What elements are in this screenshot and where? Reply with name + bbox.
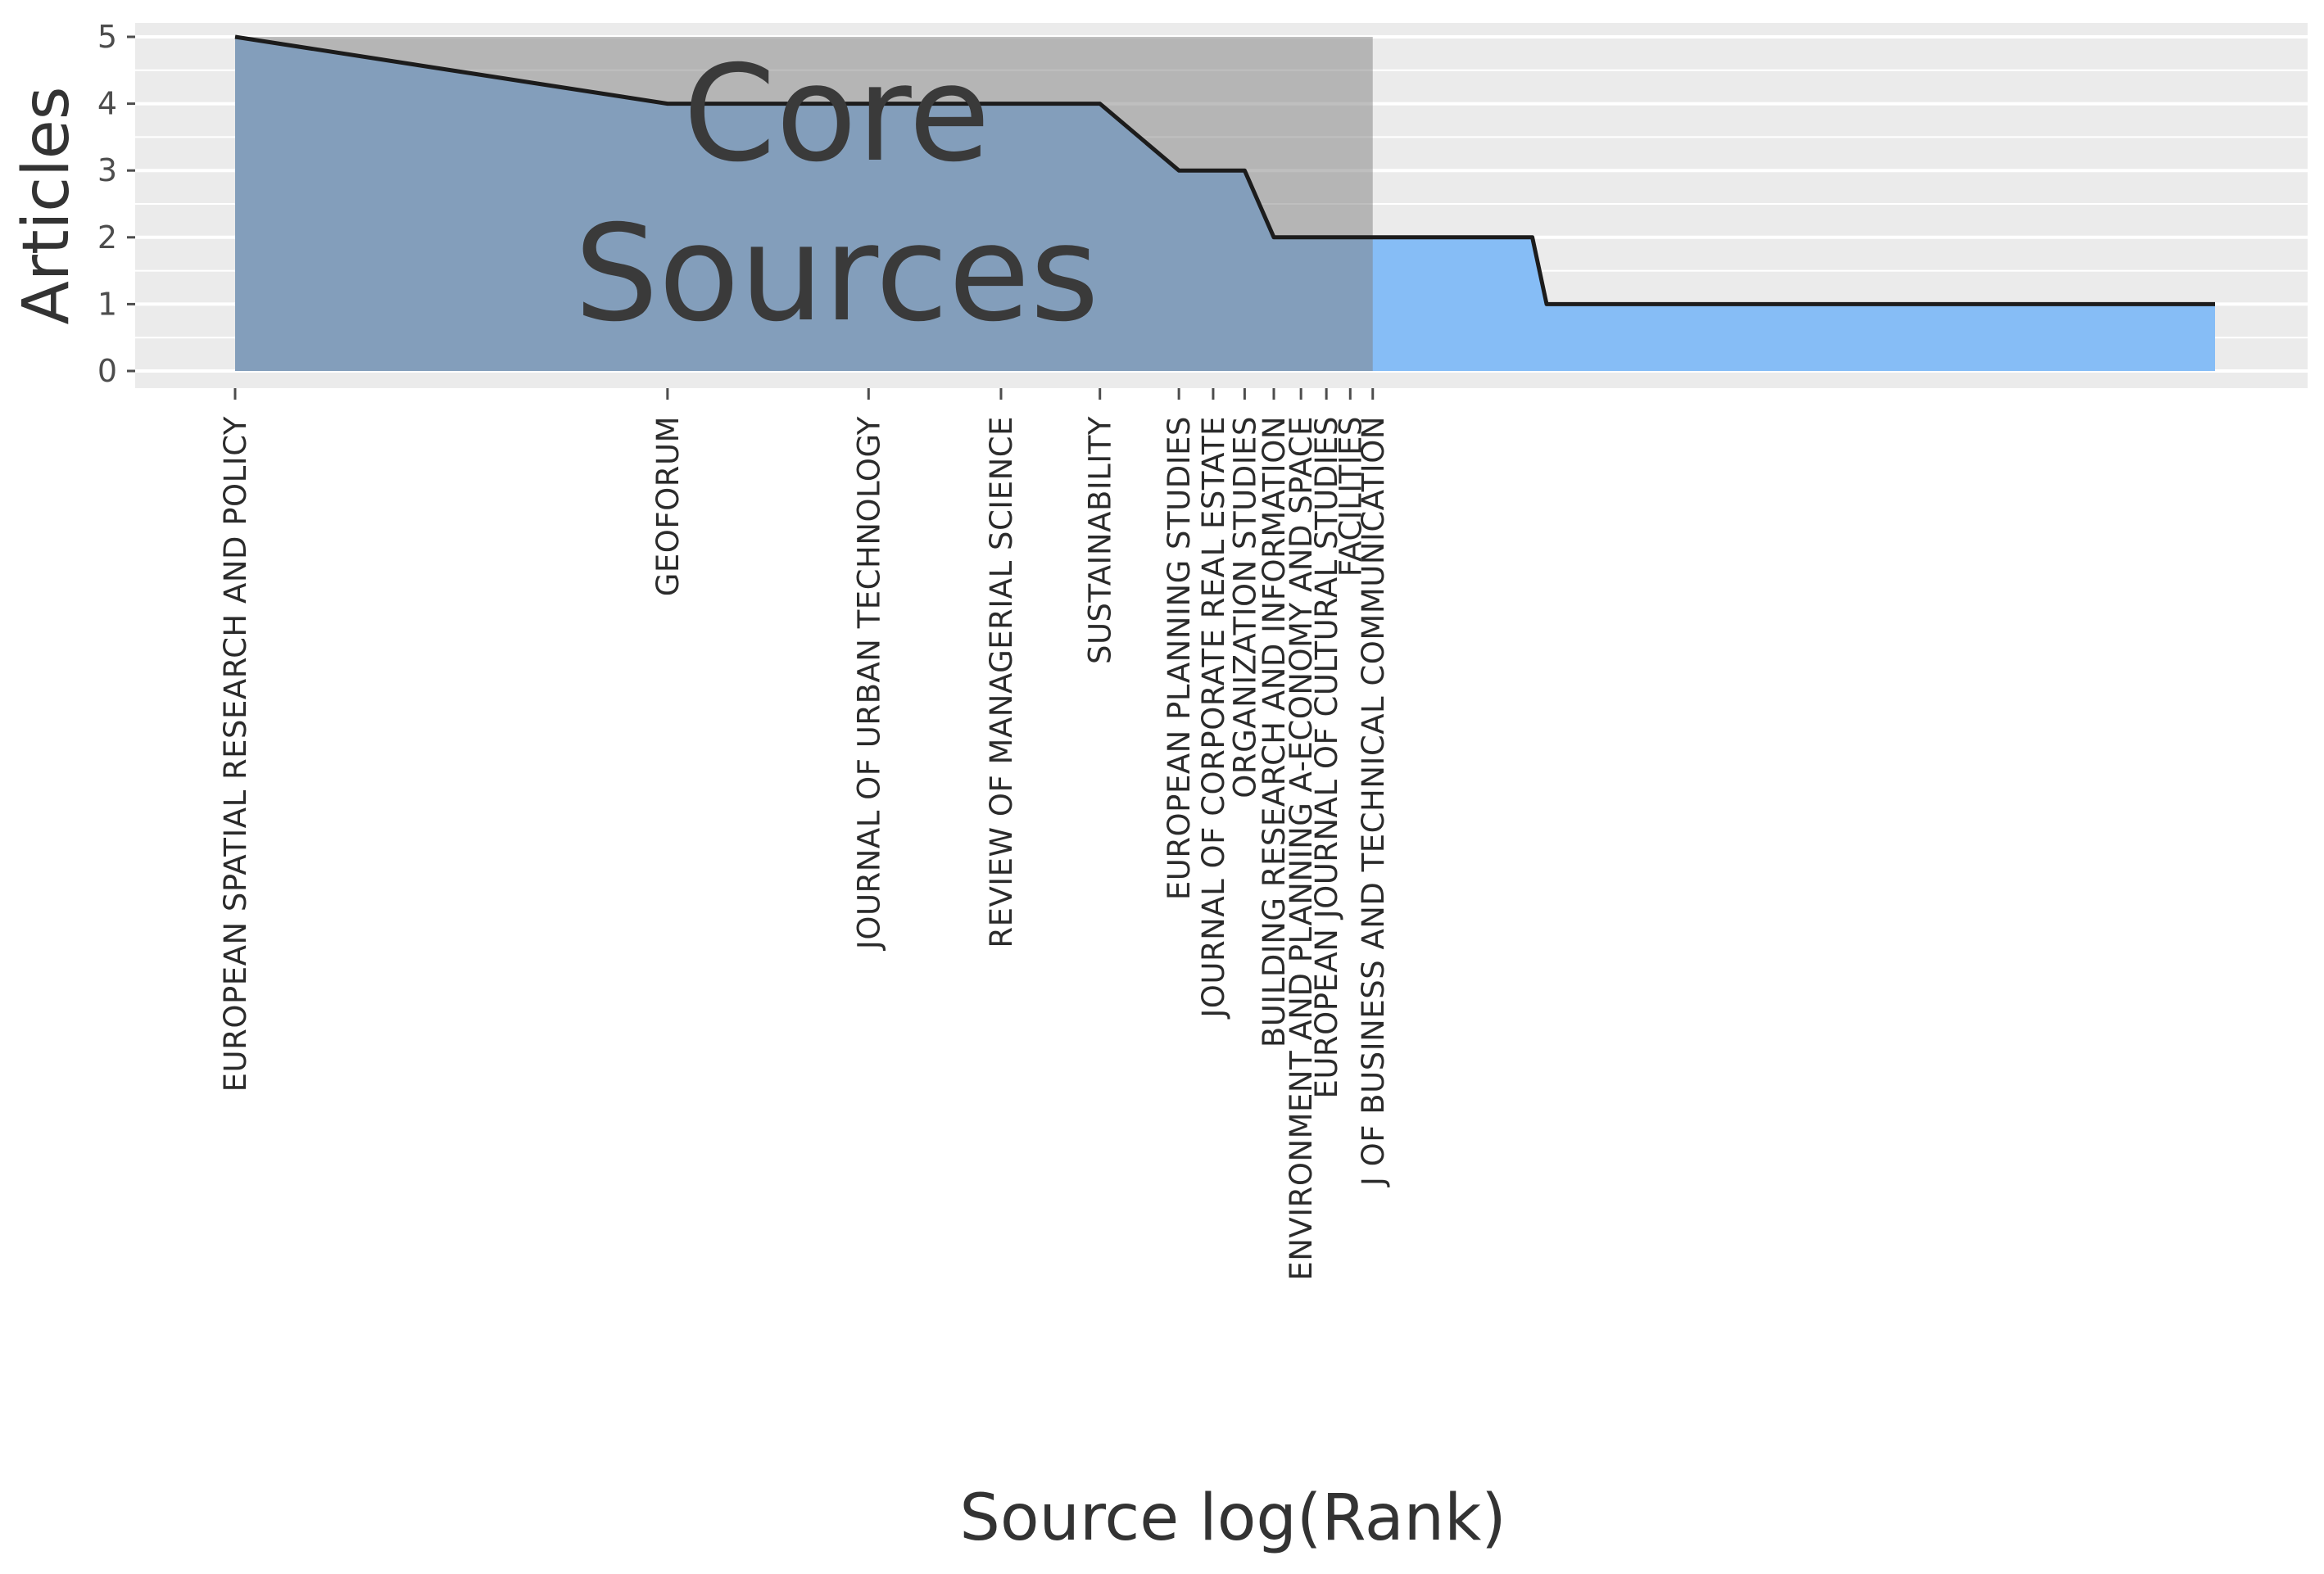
- x-tick-label: EUROPEAN SPATIAL RESEARCH AND POLICY: [218, 416, 253, 1092]
- line-layer: [234, 34, 2215, 306]
- y-axis: 0 1 2 3 4 5: [97, 19, 135, 389]
- core-sources-band: [235, 37, 1373, 371]
- x-tick-label: FACILITIES: [1333, 416, 1368, 577]
- y-tick-label: 4: [97, 86, 117, 122]
- x-tick-label: EUROPEAN JOURNAL OF CULTURAL STUDIES: [1309, 416, 1344, 1099]
- x-axis-title: Source log(Rank): [959, 1481, 1506, 1555]
- core-sources-label-line: Sources: [574, 197, 1099, 351]
- x-tick-label: JOURNAL OF URBAN TECHNOLOGY: [851, 416, 886, 951]
- y-tick-label: 0: [97, 353, 117, 389]
- x-axis: EUROPEAN SPATIAL RESEARCH AND POLICY GEOF…: [218, 388, 1391, 1281]
- y-tick-label: 1: [97, 286, 117, 322]
- x-tick-label: REVIEW OF MANAGERIAL SCIENCE: [984, 416, 1019, 948]
- x-tick-label: JOURNAL OF CORPORATE REAL ESTATE: [1196, 416, 1231, 1020]
- x-tick-label: SUSTAINABILITY: [1083, 416, 1118, 664]
- x-tick-label: EUROPEAN PLANNING STUDIES: [1162, 416, 1197, 900]
- x-tick-label: GEOFORUM: [650, 416, 686, 596]
- articles-line: [234, 34, 2215, 306]
- y-tick-label: 2: [97, 219, 117, 256]
- x-tick-label: ENVIRONMENT AND PLANNING A-ECONOMY AND S…: [1284, 416, 1319, 1281]
- x-tick-label: ORGANIZATION STUDIES: [1227, 416, 1262, 798]
- y-axis-title: Articles: [10, 87, 84, 325]
- y-tick-label: 3: [97, 152, 117, 188]
- x-tick-label: J OF BUSINESS AND TECHNICAL COMMUNICATIO…: [1356, 416, 1391, 1187]
- core-sources-label-line: Core: [683, 38, 990, 192]
- y-tick-label: 5: [97, 19, 117, 55]
- x-tick-label: BUILDING RESEARCH AND INFORMATION: [1257, 416, 1292, 1047]
